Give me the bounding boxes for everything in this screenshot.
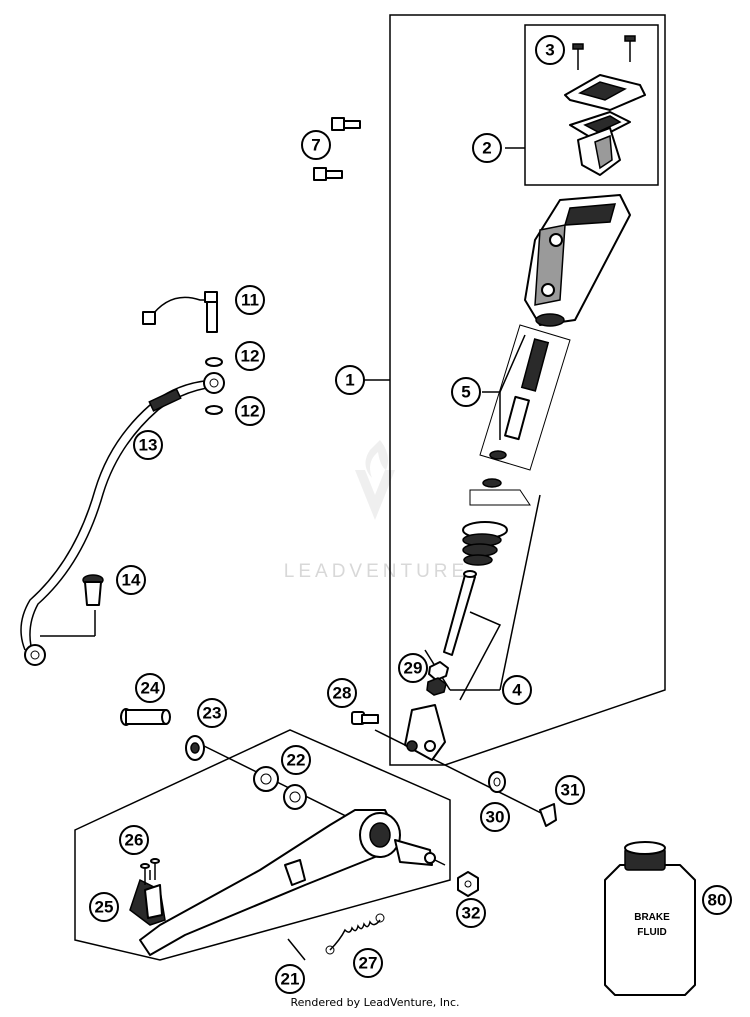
- master-cylinder-cover: [564, 35, 646, 176]
- svg-text:32: 32: [462, 904, 481, 923]
- master-cylinder-body: [524, 194, 631, 327]
- svg-text:7: 7: [311, 136, 320, 155]
- svg-text:2: 2: [482, 139, 491, 158]
- brake-light-switch: [142, 291, 218, 333]
- svg-text:23: 23: [203, 704, 222, 723]
- svg-text:12: 12: [241, 347, 260, 366]
- callout-24: 24: [135, 673, 165, 703]
- pedal-nut: [457, 871, 479, 897]
- callout-1: 1: [335, 365, 365, 395]
- callout-27: 27: [353, 948, 383, 978]
- svg-text:31: 31: [561, 781, 580, 800]
- callout-4: 4: [502, 675, 532, 705]
- callout-12-upper: 12: [235, 341, 265, 371]
- callout-13: 13: [133, 430, 163, 460]
- push-rod: [443, 570, 477, 656]
- svg-text:14: 14: [122, 571, 141, 590]
- svg-text:12: 12: [241, 402, 260, 421]
- assembly-21-boundary: [74, 729, 451, 961]
- piston-set: [479, 324, 571, 488]
- clevis: [404, 704, 446, 761]
- bottle-label-line-2: FLUID: [637, 927, 666, 938]
- watermark-text: LEADVENTURE: [284, 561, 468, 582]
- callout-23: 23: [197, 698, 227, 728]
- dust-boot: [462, 521, 508, 566]
- callout-31: 31: [555, 775, 585, 805]
- callout-14: 14: [116, 565, 146, 595]
- callout-26: 26: [119, 825, 149, 855]
- callout-11: 11: [235, 285, 265, 315]
- svg-text:22: 22: [287, 751, 306, 770]
- callout-22: 22: [281, 745, 311, 775]
- callout-2: 2: [472, 133, 502, 163]
- callout-12-lower: 12: [235, 396, 265, 426]
- callout-80: 80: [702, 885, 732, 915]
- bleeder-cap: [82, 574, 104, 606]
- pedal-pivot-pin: [120, 708, 171, 726]
- callout-21: 21: [275, 964, 305, 994]
- svg-text:21: 21: [281, 970, 300, 989]
- svg-text:5: 5: [461, 383, 470, 402]
- o-ring: [205, 405, 223, 415]
- svg-text:30: 30: [486, 808, 505, 827]
- callout-30: 30: [480, 802, 510, 832]
- lock-nuts: [426, 661, 449, 696]
- callout-3: 3: [535, 35, 565, 65]
- callout-29: 29: [398, 653, 428, 683]
- svg-text:11: 11: [241, 291, 259, 310]
- assembly-1-boundary: [389, 14, 666, 766]
- brake-fluid-bottle: BRAKE FLUID: [604, 841, 696, 996]
- svg-text:24: 24: [141, 679, 160, 698]
- pedal-washers: [185, 735, 307, 810]
- assembly-2-boundary: [524, 24, 659, 186]
- svg-text:80: 80: [708, 891, 727, 910]
- callout-28: 28: [327, 678, 357, 708]
- svg-text:4: 4: [512, 681, 522, 700]
- svg-text:3: 3: [545, 41, 554, 60]
- svg-text:29: 29: [404, 659, 423, 678]
- svg-text:13: 13: [139, 436, 158, 455]
- brake-pedal: [139, 809, 436, 956]
- mounting-bolts: [313, 117, 361, 181]
- cotter-pin: [539, 803, 557, 827]
- callout-5: 5: [451, 377, 481, 407]
- callout-25: 25: [89, 892, 119, 922]
- clevis-pin: [351, 711, 379, 725]
- return-spring: [325, 913, 385, 955]
- o-ring: [205, 357, 223, 367]
- callout-7: 7: [301, 130, 331, 160]
- watermark-logo: [355, 440, 395, 520]
- svg-text:27: 27: [359, 954, 378, 973]
- footer-credit: Rendered by LeadVenture, Inc.: [290, 996, 460, 1009]
- brake-line: [20, 372, 225, 666]
- svg-text:25: 25: [95, 898, 114, 917]
- svg-text:28: 28: [333, 684, 352, 703]
- svg-text:26: 26: [125, 831, 144, 850]
- svg-text:1: 1: [345, 371, 354, 390]
- bottle-label-line-1: BRAKE: [634, 912, 670, 923]
- callout-32: 32: [456, 898, 486, 928]
- pedal-tip-screws: [140, 858, 160, 885]
- washer: [488, 771, 506, 793]
- pedal-tip: [129, 878, 166, 926]
